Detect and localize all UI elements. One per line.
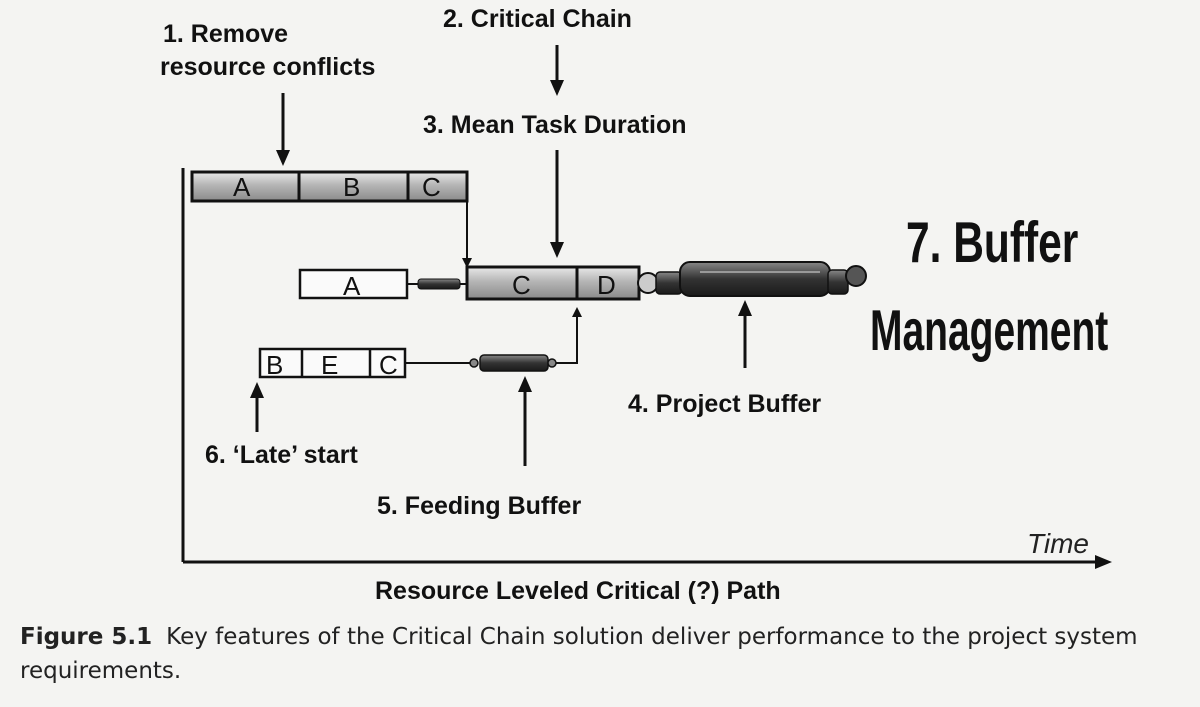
time-axis-label: Time bbox=[1027, 528, 1089, 559]
chain-a-feeding-buffer bbox=[407, 278, 467, 290]
project-buffer bbox=[637, 261, 867, 297]
top-chain-task-a: A bbox=[233, 172, 251, 202]
label-mean-task-duration: 3. Mean Task Duration bbox=[423, 111, 687, 139]
top-chain-bar: A B C bbox=[190, 170, 469, 203]
chain-bec-task-c: C bbox=[379, 350, 398, 380]
label-late-start: 6. ‘Late’ start bbox=[205, 441, 359, 469]
label-feeding-buffer: 5. Feeding Buffer bbox=[377, 492, 581, 520]
chain-a-bar: A bbox=[298, 268, 409, 301]
label-buffer-management-line2: Management bbox=[870, 300, 1108, 363]
chain-bec-task-e: E bbox=[321, 350, 338, 380]
critical-chain-bar: C D bbox=[465, 265, 641, 301]
figure-label: Figure 5.1 bbox=[20, 624, 153, 650]
critical-chain-diagram: Time A B C 1. Remove resource conflicts … bbox=[160, 5, 1112, 605]
label-project-buffer: 4. Project Buffer bbox=[628, 390, 821, 418]
chain-bec-task-b: B bbox=[266, 350, 283, 380]
path-title: Resource Leveled Critical (?) Path bbox=[375, 577, 781, 605]
critical-chain-task-d: D bbox=[597, 270, 616, 300]
chain-a-task-a: A bbox=[343, 271, 361, 301]
critical-chain-task-c: C bbox=[512, 270, 531, 300]
top-chain-task-b: B bbox=[343, 172, 360, 202]
label-remove-conflicts-line2: resource conflicts bbox=[160, 53, 375, 81]
top-chain-task-c: C bbox=[422, 172, 441, 202]
chain-bec-bar: B E C bbox=[258, 347, 407, 380]
label-buffer-management-line1: 7. Buffer bbox=[906, 210, 1078, 275]
feeding-buffer bbox=[405, 307, 582, 372]
label-critical-chain: 2. Critical Chain bbox=[443, 5, 632, 33]
label-remove-conflicts-line1: 1. Remove bbox=[163, 20, 288, 48]
caption-text: Key features of the Critical Chain solut… bbox=[20, 624, 1138, 684]
time-axis-arrowhead bbox=[1095, 555, 1112, 569]
